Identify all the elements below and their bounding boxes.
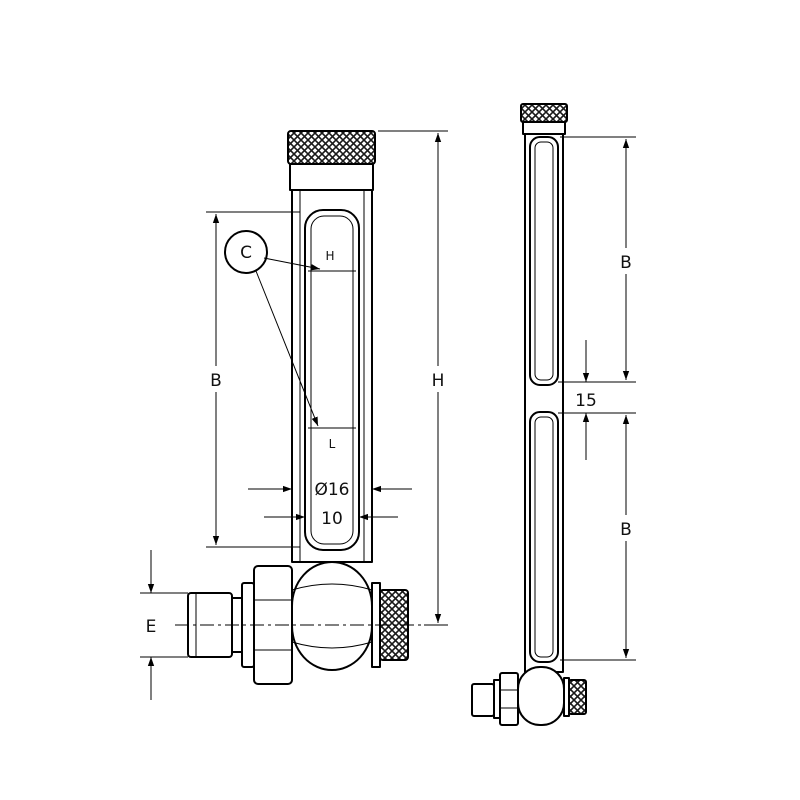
side-connector — [471, 683, 495, 717]
side-gauge-body — [524, 133, 564, 673]
front-view: H L C Ø16 10 B H — [140, 130, 449, 700]
dim-diameter-label: Ø16 — [314, 480, 349, 500]
dim-h-label: H — [432, 371, 445, 391]
side-knurled-cap — [520, 103, 568, 123]
dim-e-label: E — [146, 617, 157, 637]
side-dim-b-lower-label: B — [620, 520, 632, 540]
callout-c-circle — [224, 230, 268, 274]
sight-window — [304, 209, 360, 551]
side-cap-base — [522, 121, 566, 135]
side-window-lower — [529, 411, 559, 663]
callout-leader-high — [263, 257, 321, 271]
callout-c-label: C — [240, 243, 252, 263]
callout-leader-low — [255, 270, 319, 427]
side-window-upper — [529, 136, 559, 386]
fitting-ball — [291, 561, 373, 671]
side-hex-nut — [499, 672, 519, 726]
cap-base — [289, 163, 374, 191]
low-mark: L — [329, 437, 336, 451]
dim-width-label: 10 — [321, 509, 343, 529]
side-fitting-ball — [517, 666, 565, 726]
knurled-cap — [287, 130, 376, 165]
dim-b-label: B — [210, 371, 222, 391]
side-dim-b-upper-label: B — [620, 253, 632, 273]
side-dim-gap-label: 15 — [575, 391, 597, 411]
side-view: B B 15 — [471, 103, 637, 726]
high-mark: H — [325, 249, 334, 263]
side-knurled-screw — [568, 679, 587, 715]
